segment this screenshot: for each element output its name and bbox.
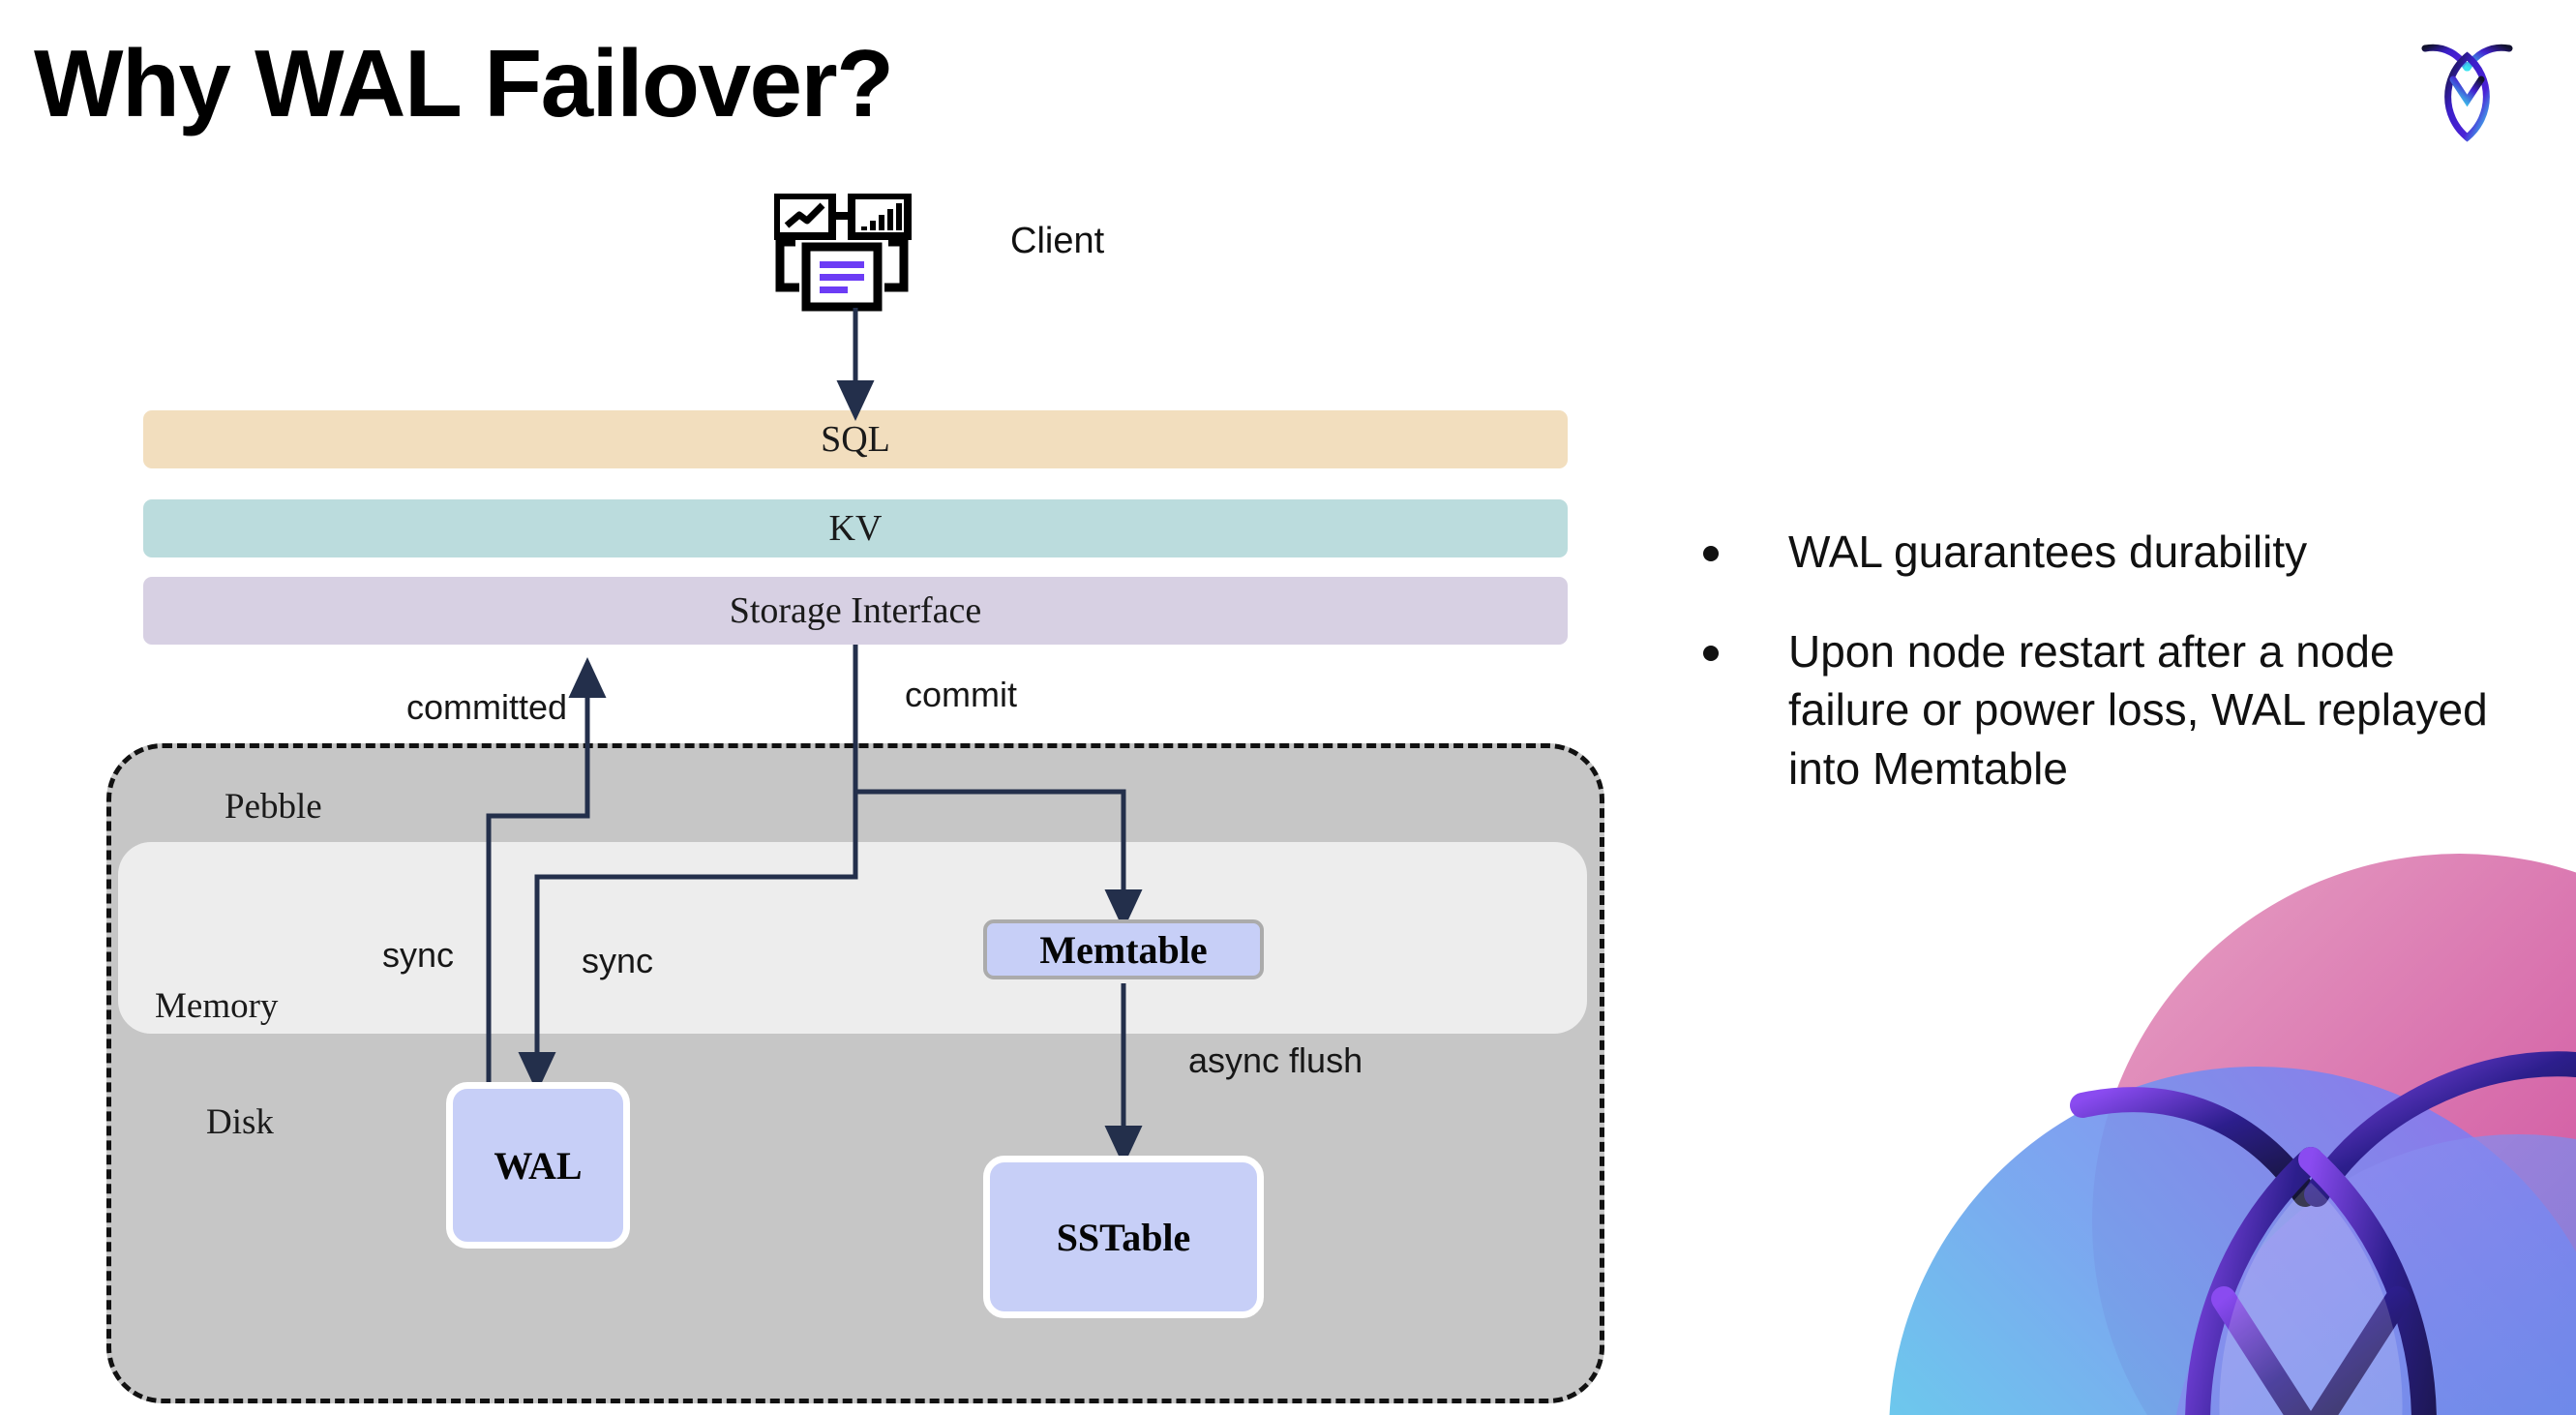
bullet-list: WAL guarantees durability Upon node rest… [1703,523,2506,839]
edge-label-sync-left: sync [382,935,455,975]
list-item: WAL guarantees durability [1703,523,2506,582]
page-title: Why WAL Failover? [34,30,894,136]
edge-label-sync-right: sync [582,941,654,980]
edge-label-committed: committed [406,687,568,727]
store-label-sstable: SSTable [1056,1215,1191,1259]
bullet-dot-icon [1703,645,1719,661]
layer-bar-storage-interface: Storage Interface [143,577,1568,645]
layer-label-storage-interface: Storage Interface [729,590,982,631]
bullet-text: Upon node restart after a node failure o… [1788,625,2488,795]
store-box-wal: WAL [446,1082,630,1249]
edge-label-commit: commit [905,675,1017,714]
corner-gradient-artwork [1841,815,2576,1415]
layer-label-sql: SQL [821,419,890,460]
store-box-memtable: Memtable [983,919,1264,979]
client-monitor-icon [772,192,929,324]
disk-label: Disk [206,1102,274,1142]
pebble-label: Pebble [225,787,322,827]
client-label: Client [1010,221,1105,261]
memory-panel [118,842,1587,1034]
list-item: Upon node restart after a node failure o… [1703,622,2506,798]
store-box-sstable: SSTable [983,1156,1264,1318]
store-label-memtable: Memtable [1039,927,1208,972]
layer-bar-kv: KV [143,499,1568,557]
edge-label-async-flush: async flush [1188,1040,1363,1080]
bullet-dot-icon [1703,546,1719,561]
memory-label: Memory [155,986,279,1026]
layer-label-kv: KV [828,508,883,549]
store-label-wal: WAL [494,1143,583,1188]
bullet-text: WAL guarantees durability [1788,527,2308,577]
cockroachdb-logo [2416,33,2518,144]
layer-bar-sql: SQL [143,410,1568,468]
